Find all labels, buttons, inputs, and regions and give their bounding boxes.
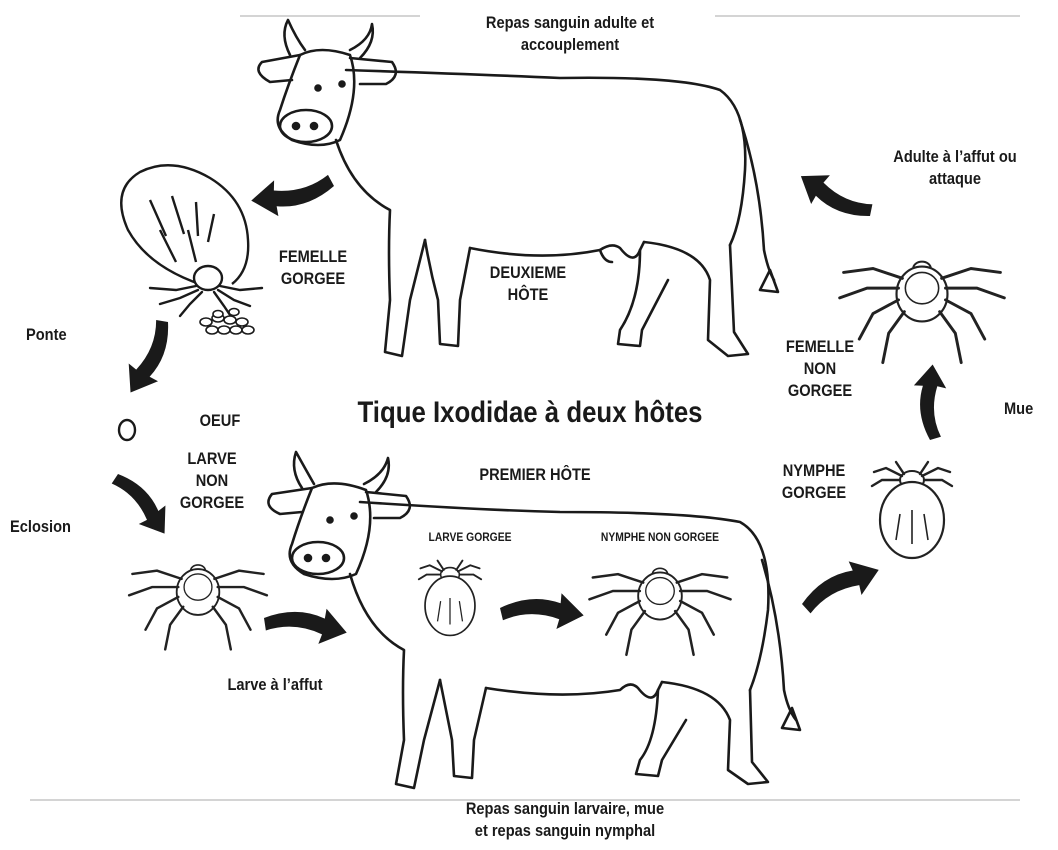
label-laying: Ponte (26, 324, 95, 346)
label-engorged-larva: LARVE GORGEE (418, 530, 521, 544)
label-questing-larva: Larve à l’affut (202, 674, 348, 696)
label-adult-meal: Repas sanguin adulte et accouplement (441, 12, 699, 56)
unfed-nymph-tick-drawing (589, 568, 730, 655)
unfed-female-tick-drawing (840, 262, 1005, 363)
engorged-female-tick-drawing (121, 165, 262, 318)
engorged-nymph-tick-drawing (872, 462, 952, 558)
label-first-host: PREMIER HÔTE (471, 464, 600, 486)
label-hatching: Eclosion (10, 516, 96, 538)
label-unfed-nymph: NYMPHE NON GORGEE (591, 530, 729, 544)
label-egg: OEUF (186, 410, 255, 432)
unfed-larva-tick-drawing (129, 565, 267, 649)
diagram-title: Tique Ixodidae à deux hôtes (349, 396, 710, 430)
label-molt: Mue (1004, 398, 1047, 420)
egg-drawing (119, 420, 135, 440)
label-engorged-nymph: NYMPHE GORGEE (771, 460, 857, 504)
label-questing-adult: Adulte à l’affut ou attaque (873, 146, 1036, 190)
label-engorged-female: FEMELLE GORGEE (266, 246, 361, 290)
engorged-larva-tick-drawing (419, 561, 481, 636)
label-unfed-female: FEMELLE NON GORGEE (777, 336, 863, 402)
label-larval-meal: Repas sanguin larvaire, mue et repas san… (423, 798, 707, 842)
label-second-host: DEUXIEME HÔTE (476, 262, 579, 306)
first-host-cow (268, 452, 800, 788)
label-unfed-larva: LARVE NON GORGEE (169, 448, 255, 514)
